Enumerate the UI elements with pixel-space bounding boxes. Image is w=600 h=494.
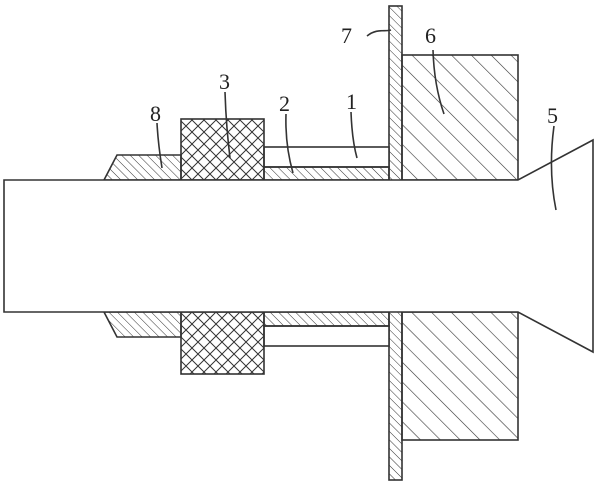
part-6-upper	[401, 54, 519, 181]
leader-2	[285, 113, 294, 174]
leader-5	[550, 125, 557, 211]
label-2: 2	[279, 91, 290, 116]
part-8-nut-upper	[102, 154, 182, 181]
part-6-lower	[401, 311, 519, 441]
label-3: 3	[219, 69, 230, 94]
leader-1	[350, 111, 358, 159]
leader-7	[366, 29, 392, 37]
label-1: 1	[346, 89, 357, 114]
label-8: 8	[150, 101, 161, 126]
part-8-nut-lower	[102, 311, 182, 338]
label-7: 7	[341, 23, 352, 48]
part-5-shaft	[3, 138, 594, 354]
part-1-sleeve-lower	[263, 325, 390, 347]
label-6: 6	[425, 23, 436, 48]
part-3-ring-lower	[180, 311, 265, 375]
leader-6	[432, 49, 445, 115]
label-5: 5	[547, 103, 558, 128]
part-1-sleeve-upper	[263, 146, 390, 168]
leader-8	[156, 122, 163, 169]
part-2-bushing-upper	[263, 166, 390, 181]
part-2-bushing-lower	[263, 311, 390, 327]
part-3-ring-upper	[180, 118, 265, 181]
leader-3	[224, 91, 231, 159]
